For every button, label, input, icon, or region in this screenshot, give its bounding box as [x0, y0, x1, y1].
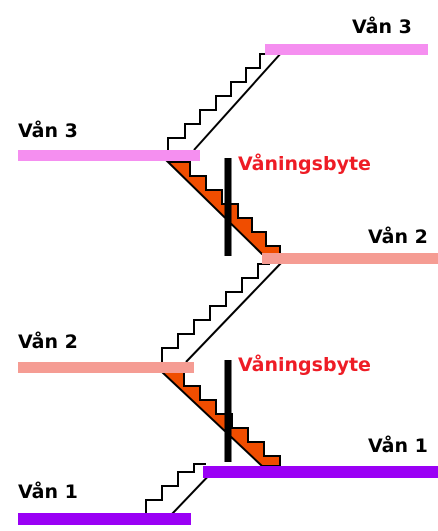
label-left-floor-2: Vån 2: [18, 331, 78, 353]
floor-bar-right-1: [203, 466, 438, 478]
label-right-floor-1: Vån 1: [368, 435, 428, 457]
stair-steps-upper-right: [167, 53, 268, 152]
stair-stringer-upper-right: [193, 51, 283, 151]
floor-change-flight-upper: [165, 161, 281, 255]
stair-steps-lower-right: [145, 463, 206, 514]
floor-bar-right-3: [265, 44, 428, 55]
label-left-floor-3: Vån 3: [18, 120, 78, 142]
label-floor-change-lower: Våningsbyte: [238, 354, 371, 376]
stair-stringer-middle-right: [185, 261, 283, 363]
floor-bar-right-2: [262, 253, 438, 264]
label-right-floor-3: Vån 3: [352, 16, 412, 38]
floor-bar-left-3: [18, 150, 200, 161]
floor-bar-left-1: [18, 513, 191, 525]
floor-bar-left-2: [18, 362, 194, 373]
stair-steps-middle-right: [161, 263, 270, 362]
label-left-floor-1: Vån 1: [18, 481, 78, 503]
label-right-floor-2: Vån 2: [368, 226, 428, 248]
floor-change-flight-lower: [159, 371, 281, 467]
label-floor-change-upper: Våningsbyte: [238, 153, 371, 175]
